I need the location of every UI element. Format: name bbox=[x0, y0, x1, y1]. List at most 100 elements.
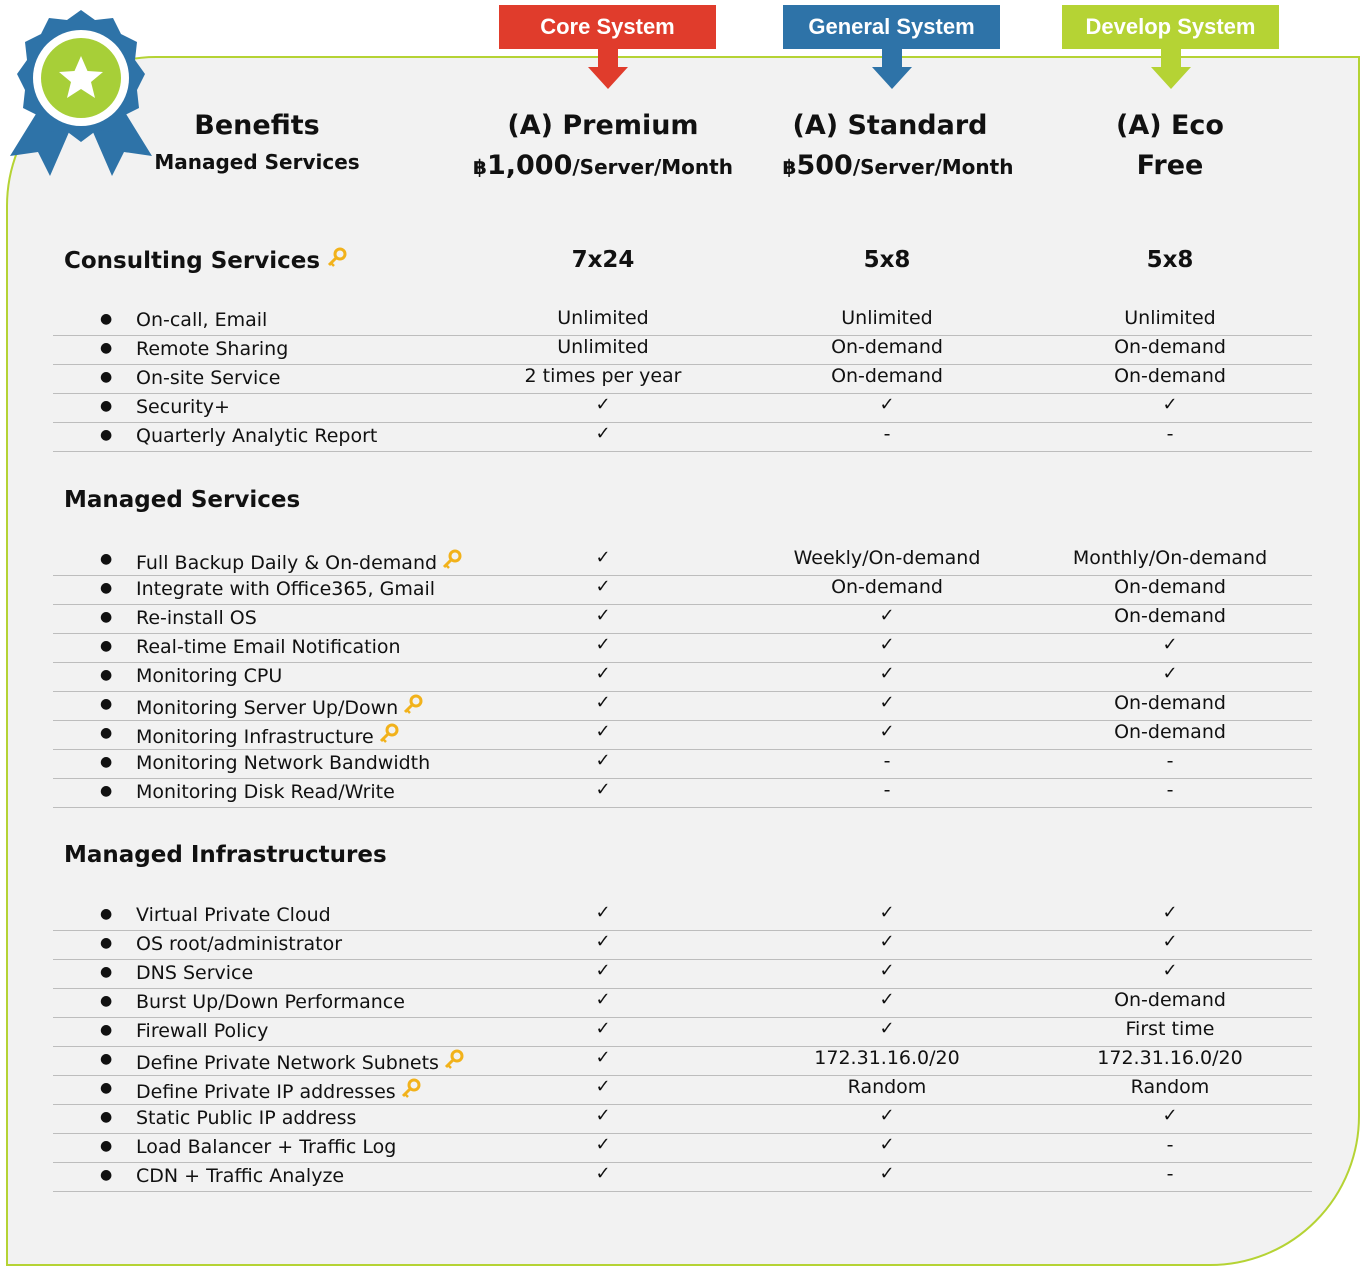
bullet: ● bbox=[100, 609, 113, 625]
feature-name: On-site Service bbox=[136, 367, 280, 389]
feature-name: Re-install OS bbox=[136, 607, 257, 629]
banner-label: Develop System bbox=[1085, 14, 1256, 39]
plan-value-cell: On-demand bbox=[831, 576, 943, 598]
feature-label: Remote Sharing bbox=[136, 338, 289, 360]
feature-label: On-site Service bbox=[136, 367, 281, 389]
banner-label: Core System bbox=[540, 14, 675, 39]
feature-label: Real-time Email Notification bbox=[136, 636, 401, 658]
plan-value-cell: ✓ bbox=[1162, 394, 1178, 415]
plan-value-cell: ✓ bbox=[879, 1134, 895, 1155]
plan-value-cell: ✓ bbox=[879, 960, 895, 981]
plan-value-cell: Weekly/On-demand bbox=[793, 547, 981, 569]
feature-name: Monitoring Server Up/Down bbox=[136, 694, 424, 721]
table-row: ●CDN + Traffic Analyze✓✓- bbox=[53, 1162, 1312, 1192]
bullet: ● bbox=[100, 696, 113, 712]
bullet: ● bbox=[100, 725, 113, 741]
plan-value-cell: On-demand bbox=[1114, 721, 1226, 743]
plan-value-cell: ✓ bbox=[595, 394, 611, 415]
bullet: ● bbox=[100, 369, 113, 385]
key-icon bbox=[326, 247, 348, 275]
feature-label: Monitoring CPU bbox=[136, 665, 283, 687]
key-icon bbox=[402, 694, 424, 721]
price-amount: 1,000 bbox=[486, 150, 573, 181]
bullet: ● bbox=[100, 754, 113, 770]
feature-label: Static Public IP address bbox=[136, 1107, 357, 1129]
table-row: ●Real-time Email Notification✓✓✓ bbox=[53, 633, 1312, 663]
plan-value-cell: ✓ bbox=[879, 692, 895, 713]
bullet: ● bbox=[100, 1109, 113, 1125]
feature-label: Security+ bbox=[136, 396, 230, 418]
table-row: ●Monitoring CPU✓✓✓ bbox=[53, 662, 1312, 692]
plan-value-cell: ✓ bbox=[595, 692, 611, 713]
feature-label: Define Private Network Subnets bbox=[136, 1051, 439, 1074]
feature-name: Quarterly Analytic Report bbox=[136, 425, 377, 447]
plan-value-cell: ✓ bbox=[1162, 663, 1178, 684]
key-icon bbox=[400, 1078, 422, 1105]
price-unit: /Server/Month bbox=[852, 155, 1014, 179]
plan-value-cell: ✓ bbox=[879, 1163, 895, 1184]
feature-label: Full Backup Daily & On-demand bbox=[136, 551, 438, 574]
plan-value-cell: Unlimited bbox=[557, 336, 649, 358]
plan-value-cell: - bbox=[883, 779, 891, 801]
arrow-down-icon bbox=[871, 49, 912, 89]
section-title: Consulting Services bbox=[64, 247, 348, 275]
bullet: ● bbox=[100, 964, 113, 980]
plan-value-cell: ✓ bbox=[595, 750, 611, 771]
plan-value-cell: ✓ bbox=[595, 721, 611, 742]
plan-value-cell: On-demand bbox=[1114, 576, 1226, 598]
plan-value-cell: ✓ bbox=[879, 989, 895, 1010]
plan-value-cell: ✓ bbox=[595, 779, 611, 800]
plan-value-cell: ✓ bbox=[879, 634, 895, 655]
key-icon bbox=[378, 723, 400, 750]
feature-label: Burst Up/Down Performance bbox=[136, 991, 405, 1013]
benefits-subtitle: Managed Services bbox=[154, 150, 360, 174]
feature-label: On-call, Email bbox=[136, 309, 268, 331]
comparison-panel bbox=[6, 56, 1360, 1266]
plan-value-cell: Monthly/On-demand bbox=[1072, 547, 1268, 569]
feature-label: Re-install OS bbox=[136, 607, 257, 629]
plan-value-cell: ✓ bbox=[1162, 634, 1178, 655]
feature-label: Monitoring Disk Read/Write bbox=[136, 781, 395, 803]
feature-label: Virtual Private Cloud bbox=[136, 904, 331, 926]
plan-name-premium: (A) Premium bbox=[507, 110, 699, 141]
table-row: ●Re-install OS✓✓On-demand bbox=[53, 604, 1312, 634]
currency-symbol: ฿ bbox=[473, 155, 487, 179]
plan-value-cell: ✓ bbox=[879, 931, 895, 952]
bullet: ● bbox=[100, 667, 113, 683]
feature-name: DNS Service bbox=[136, 962, 253, 984]
plan-value-cell: ✓ bbox=[879, 605, 895, 626]
feature-name: Real-time Email Notification bbox=[136, 636, 401, 658]
feature-name: On-call, Email bbox=[136, 309, 267, 331]
feature-name: Monitoring Disk Read/Write bbox=[136, 781, 395, 803]
plan-value-cell: - bbox=[1166, 750, 1174, 772]
table-row: ●Firewall Policy✓✓First time bbox=[53, 1017, 1312, 1047]
plan-value-cell: On-demand bbox=[831, 365, 943, 387]
table-row: ●Monitoring Network Bandwidth✓-- bbox=[53, 749, 1312, 779]
plan-value-cell: ✓ bbox=[595, 605, 611, 626]
plan-value-cell: Unlimited bbox=[557, 307, 649, 329]
feature-label: CDN + Traffic Analyze bbox=[136, 1165, 345, 1187]
feature-label: Monitoring Infrastructure bbox=[136, 725, 374, 748]
bullet: ● bbox=[100, 580, 113, 596]
feature-name: Define Private IP addresses bbox=[136, 1078, 422, 1105]
award-ribbon-icon bbox=[10, 10, 152, 176]
plan-value-cell: ✓ bbox=[595, 931, 611, 952]
table-row: ●Monitoring Infrastructure✓✓On-demand bbox=[53, 720, 1312, 750]
table-row: ●Static Public IP address✓✓✓ bbox=[53, 1104, 1312, 1134]
arrow-down-icon bbox=[1150, 49, 1191, 89]
plan-price-standard: ฿500/Server/Month bbox=[738, 150, 1058, 181]
plan-value-cell: ✓ bbox=[595, 1163, 611, 1184]
feature-name: Monitoring Infrastructure bbox=[136, 723, 400, 750]
plan-value-cell: ✓ bbox=[595, 1047, 611, 1068]
plan-value-cell: ✓ bbox=[1162, 931, 1178, 952]
bullet: ● bbox=[100, 1051, 113, 1067]
feature-name: Monitoring Network Bandwidth bbox=[136, 752, 430, 774]
plan-value-cell: ✓ bbox=[595, 634, 611, 655]
feature-name: Security+ bbox=[136, 396, 230, 418]
section-title: Managed Infrastructures bbox=[64, 842, 387, 868]
table-row: ●Integrate with Office365, Gmail✓On-dema… bbox=[53, 575, 1312, 605]
